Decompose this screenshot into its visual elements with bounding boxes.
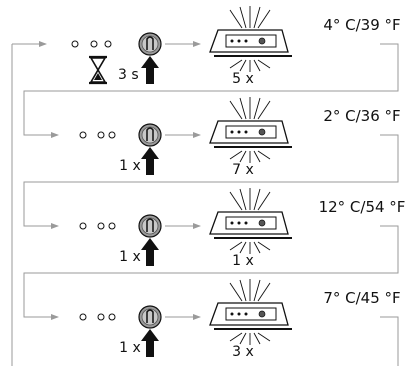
step-connector bbox=[23, 43, 399, 138]
led-3 bbox=[108, 222, 116, 230]
indicator-leds bbox=[79, 313, 116, 321]
led-1 bbox=[79, 131, 87, 139]
led-2 bbox=[97, 131, 105, 139]
led-1 bbox=[79, 313, 87, 321]
display-panel-icon bbox=[209, 188, 292, 254]
step-3: 1 x 1 x 12° C/54 °F bbox=[23, 188, 406, 320]
step-2: 1 x 7 x 2° C/36 °F bbox=[23, 97, 401, 229]
press-label: 3 s bbox=[118, 67, 139, 83]
press-arrow-icon bbox=[141, 329, 159, 357]
blink-label: 3 x bbox=[232, 344, 254, 360]
temperature-label: 7° C/45 °F bbox=[323, 289, 400, 307]
indicator-leds bbox=[79, 131, 116, 139]
display-panel-icon bbox=[209, 6, 292, 72]
led-2 bbox=[97, 222, 105, 230]
display-panel-icon bbox=[209, 279, 292, 345]
step-1: 3 s 5 x 4° C/39 °F bbox=[23, 6, 401, 138]
press-arrow-icon bbox=[141, 56, 159, 84]
press-arrow-icon bbox=[141, 238, 159, 266]
press-label: 1 x bbox=[119, 158, 141, 174]
indicator-leds bbox=[79, 222, 116, 230]
blink-label: 1 x bbox=[232, 253, 254, 269]
step-connector bbox=[23, 134, 399, 229]
press-arrow-icon bbox=[141, 147, 159, 175]
control-button bbox=[138, 123, 162, 147]
indicator-leds bbox=[71, 40, 112, 48]
blink-label: 5 x bbox=[232, 71, 254, 87]
led-3 bbox=[108, 313, 116, 321]
control-button bbox=[138, 32, 162, 56]
control-button bbox=[138, 305, 162, 329]
led-1 bbox=[79, 222, 87, 230]
temperature-label: 4° C/39 °F bbox=[323, 16, 400, 34]
temperature-label: 2° C/36 °F bbox=[323, 107, 400, 125]
hourglass-icon bbox=[89, 55, 107, 85]
step-connector bbox=[380, 316, 399, 366]
temperature-label: 12° C/54 °F bbox=[319, 198, 406, 216]
press-label: 1 x bbox=[119, 249, 141, 265]
led-1 bbox=[71, 40, 79, 48]
control-button bbox=[138, 214, 162, 238]
led-3 bbox=[108, 131, 116, 139]
display-panel-icon bbox=[209, 97, 292, 163]
led-2 bbox=[90, 40, 98, 48]
led-2 bbox=[97, 313, 105, 321]
blink-label: 7 x bbox=[232, 162, 254, 178]
press-label: 1 x bbox=[119, 340, 141, 356]
step-4: 1 x 3 x 7° C/45 °F bbox=[79, 279, 401, 366]
led-3 bbox=[104, 40, 112, 48]
step-connector bbox=[23, 225, 399, 320]
